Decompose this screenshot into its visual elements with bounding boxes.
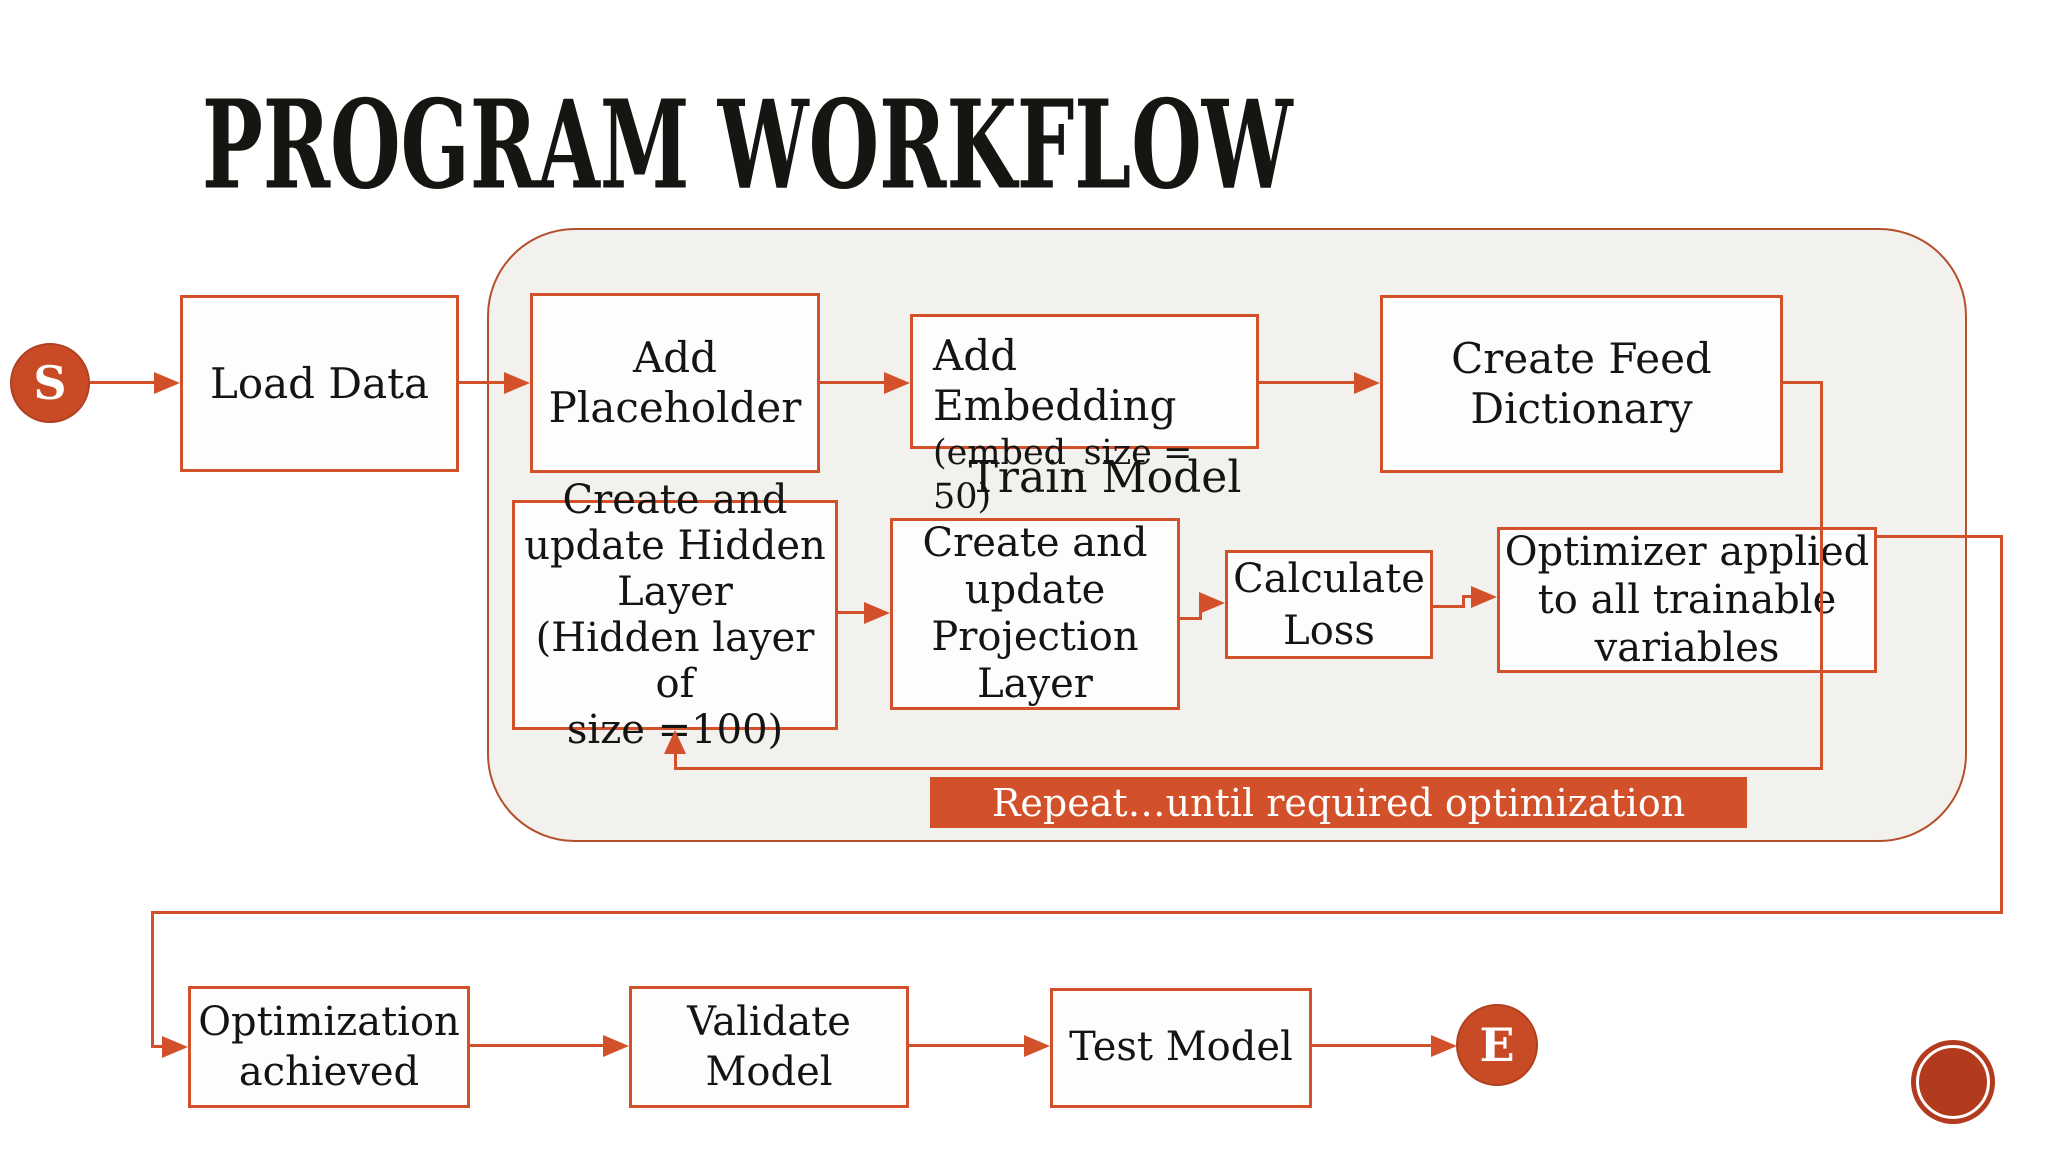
arrowhead-hidden-to-projection [864,602,890,624]
node-optimizer: Optimizer applied to all trainable varia… [1497,527,1877,673]
arrowhead-loop-to-hidden [664,730,686,754]
end-circle: E [1456,1004,1538,1086]
arrowhead-loss-to-optimizer [1471,586,1497,608]
edge-loss-to-optimizer-c [1462,595,1473,598]
node-add-embedding: Add Embedding (embed_size = 50) [910,314,1259,517]
arrowhead-start-to-load [154,372,180,394]
edge-start-to-load [90,381,156,384]
node-add-placeholder: Add Placeholder [530,293,820,473]
arrowhead-embedding-to-feed [1354,372,1380,394]
edge-feed-loop-right [1820,381,1823,770]
end-circle-label: E [1479,1018,1515,1072]
node-calculate-loss: Calculate Loss [1225,550,1433,659]
arrowhead-validate-to-test [1024,1035,1050,1057]
edge-exit-down [2000,535,2003,913]
slide-title: PROGRAM WORKFLOW [202,72,1293,217]
arrowhead-load-to-placeholder [504,372,530,394]
edge-exit-drop [151,911,154,1048]
edge-test-to-end [1312,1044,1433,1047]
edge-validate-to-test [909,1044,1026,1047]
start-circle-label: S [33,356,67,410]
node-test-model: Test Model [1050,988,1312,1108]
edge-exit-into-achieved [151,1045,164,1048]
edge-embedding-to-feed [1259,381,1356,384]
edge-loop-bottom [674,767,1823,770]
node-load-data: Load Data [180,295,459,472]
node-create-feed-dictionary: Create Feed Dictionary [1380,295,1783,473]
decorative-stamp-circle [1911,1040,1995,1124]
edge-hidden-to-projection [838,611,866,614]
edge-achieved-to-validate [470,1044,605,1047]
arrowhead-projection-to-loss [1199,592,1225,614]
edge-exit-across [151,911,2003,914]
node-validate-model: Validate Model [629,986,909,1108]
repeat-banner: Repeat…until required optimization [930,777,1747,828]
arrowhead-test-to-end [1431,1035,1457,1057]
add-embedding-title: Add Embedding [933,331,1177,431]
edge-placeholder-to-embedding [820,381,886,384]
node-optimization-achieved: Optimization achieved [188,986,470,1108]
node-hidden-layer: Create and update Hidden Layer (Hidden l… [512,477,838,753]
edge-exit-right [1877,535,2002,538]
arrowhead-placeholder-to-embedding [884,372,910,394]
node-projection-layer: Create and update Projection Layer [890,518,1180,710]
edge-feed-loop-top [1783,381,1823,384]
edge-projection-to-loss-a [1180,617,1202,620]
arrowhead-achieved-to-validate [603,1035,629,1057]
edge-load-to-placeholder [459,381,506,384]
edge-loss-to-optimizer-b [1462,595,1465,608]
edge-loop-up-stem [674,750,677,770]
arrowhead-exit-to-achieved [162,1036,188,1058]
edge-loss-to-optimizer-a [1433,605,1465,608]
add-embedding-subtitle: (embed_size = 50) [933,432,1193,517]
train-model-group-label: Train Model [968,452,1242,503]
start-circle: S [10,343,90,423]
